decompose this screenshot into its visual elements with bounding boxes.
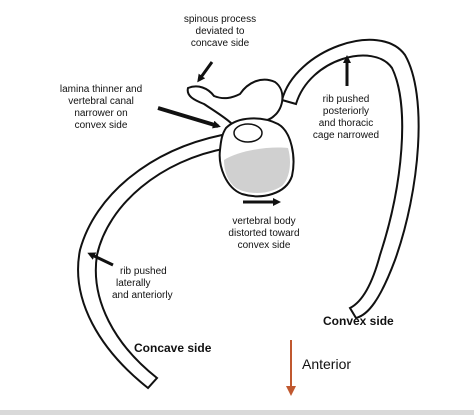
bottom-border bbox=[0, 410, 474, 415]
spinous-process-arrow bbox=[197, 61, 214, 83]
rib-lateral-arrow bbox=[87, 252, 114, 267]
anterior-label: Anterior bbox=[302, 356, 352, 372]
concave-side-label: Concave side bbox=[134, 341, 212, 355]
lamina-label: lamina thinner and vertebral canal narro… bbox=[59, 84, 143, 131]
convex-side-rib bbox=[280, 38, 420, 320]
concave-side-rib bbox=[77, 133, 230, 390]
convex-side-label: Convex side bbox=[323, 314, 394, 328]
rib-posterior-label: rib pushed posteriorly and thoracic cage… bbox=[312, 94, 380, 141]
rib-lateral-label: rib pushed laterally and anteriorly bbox=[112, 266, 173, 301]
lamina-arrow bbox=[157, 106, 221, 129]
vertebral-body-shading bbox=[224, 147, 290, 193]
vertebra bbox=[186, 78, 295, 198]
vertebral-canal bbox=[233, 123, 263, 143]
vertebral-body-label: vertebral body distorted toward convex s… bbox=[228, 216, 300, 251]
spinous-process bbox=[186, 78, 284, 126]
spinous-process-label: spinous process deviated to concave side bbox=[183, 14, 257, 49]
